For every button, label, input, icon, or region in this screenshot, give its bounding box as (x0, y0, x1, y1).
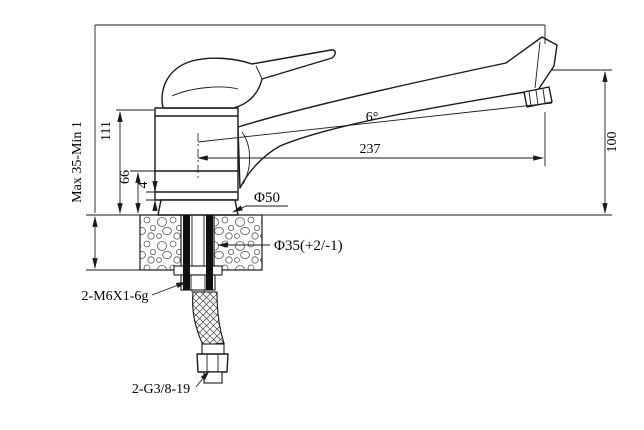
handle-outline (161, 49, 336, 109)
dimension-66: 66 (118, 170, 141, 214)
dim-label-dia35: Φ35(+2/-1) (274, 238, 343, 254)
dim-label-dia50: Φ50 (254, 190, 280, 206)
dim-label-100: 100 (605, 132, 620, 153)
stud-thread-leader (151, 281, 187, 296)
aerator-hatch (528, 88, 546, 107)
faucet-handle (161, 49, 336, 109)
mounting-shank (173, 215, 223, 292)
threaded-stud-left (183, 215, 190, 290)
mount-thickness-label: Max 35-Min 1 (70, 121, 85, 203)
dimension-spout-angle: 6° (197, 102, 553, 143)
spout-outline (237, 36, 558, 189)
dim-label-g38: 2-G3/8-19 (132, 382, 190, 397)
countertop-section (139, 214, 263, 271)
dimension-111: 111 (99, 111, 123, 214)
dimension-100: 100 (602, 71, 620, 214)
dim-label-4: 4 (136, 182, 151, 189)
supply-hose (192, 291, 225, 346)
faucet-body (154, 107, 239, 216)
dimension-inlet-thread: 2-G3/8-19 (132, 370, 210, 397)
handle-dome-line (171, 86, 239, 97)
dim-label-237: 237 (360, 142, 381, 157)
horseshoe-washer (173, 265, 223, 276)
countertop-left-block (139, 214, 182, 271)
dim-label-111: 111 (99, 121, 114, 141)
inlet-thread-leader (195, 370, 210, 388)
dimension-stud-thread: 2-M6X1-6g (82, 281, 187, 304)
dim-label-angle: 6° (366, 110, 379, 125)
base-flange (157, 199, 239, 216)
hose-fitting (196, 343, 229, 384)
dimension-mount-thickness: Max 35-Min 1 (70, 121, 98, 269)
fitting-hex-nut (196, 353, 229, 373)
dimension-base-diameter: Φ50 (232, 190, 288, 213)
threaded-stud-right (206, 215, 213, 290)
fitting-collar (201, 343, 225, 355)
base-diameter-leader (232, 205, 288, 213)
body-outline (154, 107, 239, 201)
spout-angle-line (197, 102, 553, 143)
handle-edge-line (255, 65, 263, 80)
braided-hose (192, 291, 225, 346)
dimension-hole-diameter: Φ35(+2/-1) (217, 238, 343, 254)
dimension-237: 237 (197, 142, 544, 161)
spout-head-facet (534, 41, 541, 89)
countertop-right-block (213, 214, 263, 271)
reference-lines (86, 24, 612, 271)
dimension-4: 4 (136, 181, 158, 211)
dim-label-66: 66 (118, 170, 133, 184)
dim-label-m6: 2-M6X1-6g (82, 289, 149, 304)
